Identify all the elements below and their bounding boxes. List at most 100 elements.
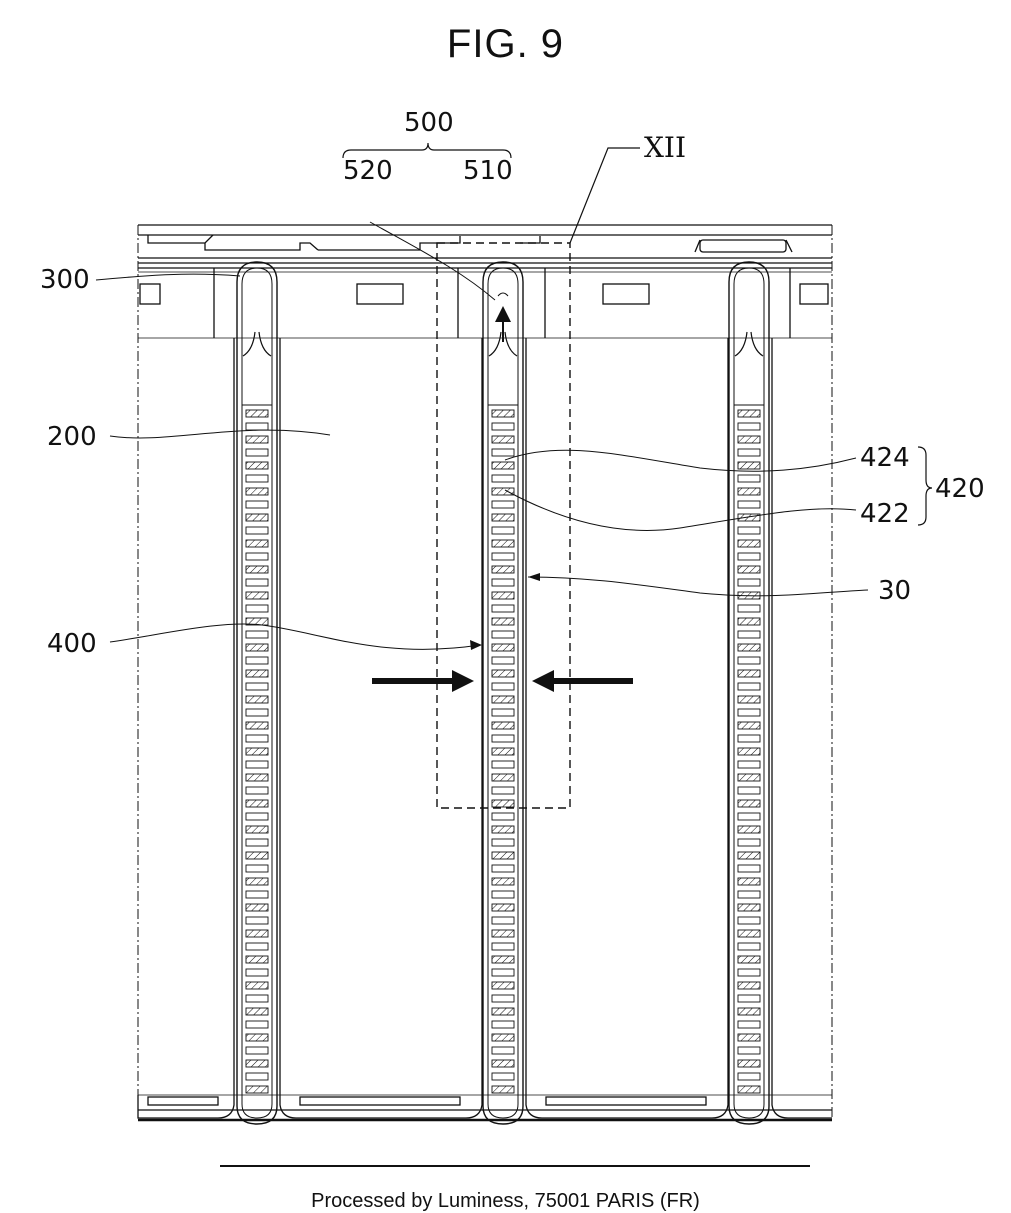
channel-fin <box>246 800 268 807</box>
channel-fin <box>738 1034 760 1041</box>
channel-fin <box>246 488 268 495</box>
cell-mid-right <box>526 338 728 1118</box>
channel-fin <box>738 449 760 456</box>
channel-fin <box>738 540 760 547</box>
channel-fin <box>246 1073 268 1080</box>
channel-fin <box>246 501 268 508</box>
cell-mid-left <box>280 338 482 1118</box>
label-500: 500 <box>404 110 454 136</box>
channel-fin <box>246 1008 268 1015</box>
channel-fin <box>492 501 514 508</box>
channel-fin <box>492 1047 514 1054</box>
channel-fin <box>492 1060 514 1067</box>
channel-fin <box>246 956 268 963</box>
channel-fin <box>738 579 760 586</box>
channel-fin <box>738 527 760 534</box>
channel-fin <box>738 904 760 911</box>
label-200: 200 <box>47 424 97 450</box>
channel-fin <box>246 605 268 612</box>
channel-fin <box>492 462 514 469</box>
channel-fin <box>246 462 268 469</box>
channel-fin <box>246 787 268 794</box>
channel-fin <box>492 917 514 924</box>
channel-fin <box>738 683 760 690</box>
channel-fin <box>492 1086 514 1093</box>
channel-fin <box>246 709 268 716</box>
channel-fin <box>246 527 268 534</box>
channel-fin <box>246 449 268 456</box>
channel-fin <box>738 410 760 417</box>
cooling-channel-left <box>237 262 277 1124</box>
brace-420 <box>918 447 932 525</box>
channel-fin <box>738 1008 760 1015</box>
channel-fin <box>492 982 514 989</box>
channel-fin <box>738 826 760 833</box>
channel-fin <box>246 1060 268 1067</box>
channel-fin <box>492 696 514 703</box>
channel-fin <box>246 592 268 599</box>
channel-fin <box>246 631 268 638</box>
channel-fin <box>738 852 760 859</box>
cell-left <box>138 338 234 1118</box>
channel-fin <box>738 618 760 625</box>
channel-fin <box>492 527 514 534</box>
channel-fin <box>246 735 268 742</box>
channel-fin <box>246 865 268 872</box>
channel-fin <box>246 917 268 924</box>
channel-fin <box>738 891 760 898</box>
channel-fin <box>738 423 760 430</box>
channel-fin <box>492 761 514 768</box>
channel-fin <box>246 943 268 950</box>
channel-fin <box>738 709 760 716</box>
channel-fin <box>246 748 268 755</box>
channel-fin <box>492 956 514 963</box>
channel-fin <box>246 1086 268 1093</box>
channel-fin <box>246 670 268 677</box>
channel-fin <box>492 657 514 664</box>
channel-fin <box>246 514 268 521</box>
channel-fin <box>738 436 760 443</box>
channel-fin <box>492 800 514 807</box>
channel-fin <box>246 813 268 820</box>
channel-fin <box>738 969 760 976</box>
channel-fin <box>738 488 760 495</box>
channel-fin <box>492 969 514 976</box>
channel-fin <box>738 917 760 924</box>
channel-fin <box>492 631 514 638</box>
label-420: 420 <box>935 476 985 502</box>
channel-fin <box>738 514 760 521</box>
channel-fin <box>492 1034 514 1041</box>
leader-400-arrowhead <box>470 640 482 650</box>
channel-fin <box>246 644 268 651</box>
channel-fin <box>492 1021 514 1028</box>
leader-xii <box>570 148 640 243</box>
channel-fin <box>738 1060 760 1067</box>
channel-inner-wall <box>242 268 272 1118</box>
channel-fin <box>492 826 514 833</box>
label-422: 422 <box>860 501 910 527</box>
channel-fin <box>738 943 760 950</box>
channel-fin <box>738 995 760 1002</box>
channel-fin <box>246 696 268 703</box>
channel-fin <box>738 1047 760 1054</box>
channel-fin <box>246 475 268 482</box>
channel-fin <box>738 800 760 807</box>
label-520: 520 <box>343 158 393 184</box>
channel-fin <box>246 579 268 586</box>
channel-fin <box>492 410 514 417</box>
label-30: 30 <box>878 578 911 604</box>
channel-fin <box>738 657 760 664</box>
channel-fin <box>492 514 514 521</box>
channel-fin <box>492 865 514 872</box>
channel-fin <box>492 748 514 755</box>
channel-fin <box>246 436 268 443</box>
channel-fin <box>246 852 268 859</box>
channel-fin <box>492 618 514 625</box>
cooling-channel-right <box>729 262 769 1124</box>
channel-fin <box>246 761 268 768</box>
channel-fin <box>738 696 760 703</box>
channel-fin <box>246 995 268 1002</box>
label-424: 424 <box>860 445 910 471</box>
channel-fin <box>738 462 760 469</box>
channel-fin <box>246 683 268 690</box>
